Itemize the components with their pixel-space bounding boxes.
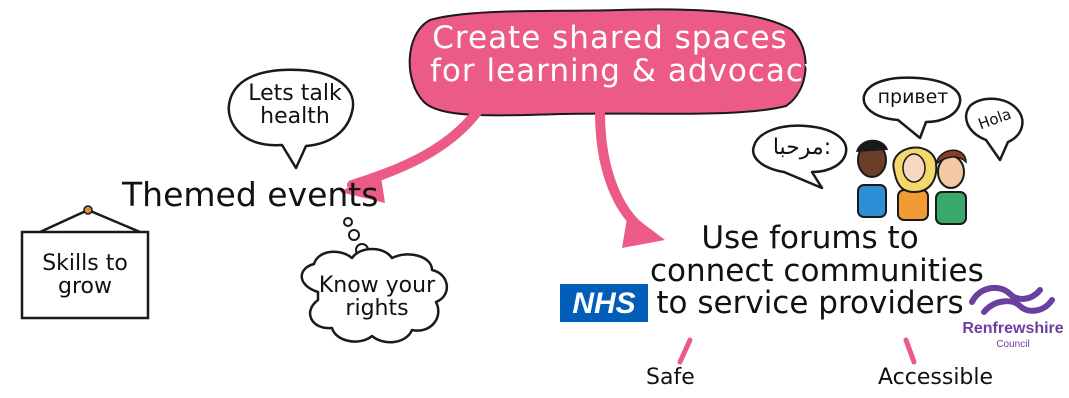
arrow-to-themed-events: [340, 103, 485, 203]
greeting-arabic: مرحبا:: [772, 135, 832, 160]
nhs-logo-box: [560, 284, 648, 322]
speech-bubble-health: [227, 68, 355, 170]
title-blob: [408, 8, 807, 117]
tag-mark-safe: [677, 337, 693, 365]
thought-rights-line-2: rights: [345, 296, 409, 322]
thought-rights-text: Know your rights: [312, 274, 442, 320]
sign-skills-text: Skills to grow: [24, 252, 146, 298]
renfrewshire-name: Renfrewshire: [962, 320, 1064, 337]
sign-skills-line-2: grow: [58, 274, 112, 300]
forums-line-2: connect communities: [650, 252, 984, 289]
people-illustration: [856, 139, 967, 225]
speech-bubble-spanish: [965, 97, 1024, 162]
speech-bubble-russian: [862, 76, 962, 140]
speech-health-line-2: health: [260, 104, 330, 130]
hanging-sign: [20, 205, 150, 320]
thought-bubble-rights: [300, 217, 448, 344]
greeting-russian: привет: [877, 86, 949, 108]
tag-accessible: Accessible: [878, 365, 994, 390]
forums-text: Use forums to connect communities to ser…: [650, 220, 984, 322]
forums-line-1: Use forums to: [701, 220, 919, 256]
title-line-2: for learning & advocacy: [430, 52, 824, 89]
nhs-logo-text: NHS: [572, 287, 636, 320]
speech-health-text: Lets talk health: [240, 82, 350, 128]
renfrewshire-swirl-icon: [969, 284, 1055, 315]
speech-health-line-1: Lets talk: [248, 81, 342, 106]
forums-line-3: to service providers: [656, 285, 964, 322]
arrow-to-forums: [595, 107, 665, 248]
title-line-1: Create shared spaces: [432, 20, 788, 56]
title-text: Create shared spaces for learning & advo…: [430, 20, 824, 89]
tag-mark-accessible: [903, 337, 917, 365]
themed-events-label: Themed events: [122, 175, 379, 214]
renfrewshire-council: Council: [996, 339, 1030, 350]
speech-bubble-arabic: [751, 124, 848, 190]
sign-skills-line-1: Skills to: [42, 251, 128, 276]
tag-safe: Safe: [646, 365, 695, 390]
thought-rights-line-1: Know your: [318, 273, 436, 298]
